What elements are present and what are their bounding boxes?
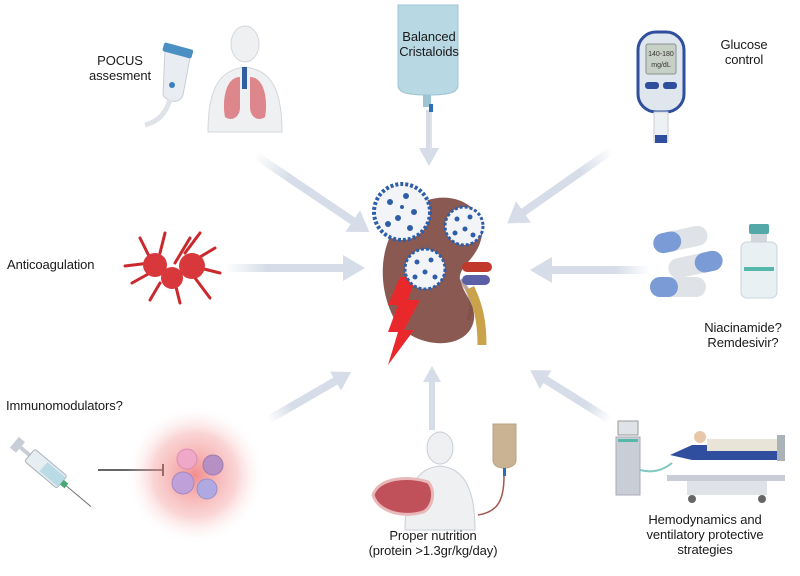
label-glucose: Glucose control — [720, 37, 768, 67]
arrow-from-pocus — [252, 151, 370, 233]
renal-vein — [462, 275, 490, 285]
syringe-icon — [9, 436, 92, 507]
arrow-from-immunomodulators — [266, 371, 352, 424]
iv-bag-icon — [397, 4, 459, 150]
label-immunomodulators: Immunomodulators? — [6, 398, 123, 413]
renal-artery — [462, 262, 492, 272]
human-torso-lungs-icon — [207, 25, 283, 133]
label-hemodynamics: Hemodynamics and ventilatory protective … — [646, 512, 764, 557]
meter-reading-unit: mg/dL — [651, 62, 671, 69]
label-nutrition: Proper nutrition (protein >1.3gr/kg/day) — [368, 528, 498, 558]
arrow-from-hemodynamics — [530, 370, 613, 424]
label-drugs: Niacinamide? Remdesivir? — [704, 320, 782, 350]
label-pocus: POCUS assesment — [89, 53, 151, 83]
arrow-from-nutrition — [423, 366, 441, 430]
meter-reading-value: 140-180 — [648, 51, 674, 58]
glucose-meter-icon: 140-180 mg/dL — [636, 30, 686, 143]
ureter — [465, 286, 487, 346]
lightning-icon — [388, 277, 420, 365]
vial-icon — [740, 224, 778, 299]
inflamed-immune-cells-icon — [125, 405, 265, 545]
platelet-clot-icon — [123, 231, 222, 305]
arrow-from-glucose — [507, 146, 615, 224]
arrow-from-drugs — [530, 257, 650, 283]
capsules-icon — [650, 225, 723, 297]
enteral-feeding-bag-icon — [477, 423, 517, 516]
virus-icon-large — [372, 182, 432, 242]
virus-icon-right — [443, 205, 485, 247]
icu-bed-ventilator-icon — [615, 420, 785, 503]
arrow-from-anticoagulation — [225, 255, 365, 281]
virus-icon-middle — [403, 247, 447, 291]
label-anticoagulation: Anticoagulation — [7, 257, 95, 272]
steak-icon — [371, 476, 435, 516]
label-fluids: Balanced Cristaloids — [399, 29, 459, 59]
ultrasound-probe-icon — [144, 42, 194, 128]
